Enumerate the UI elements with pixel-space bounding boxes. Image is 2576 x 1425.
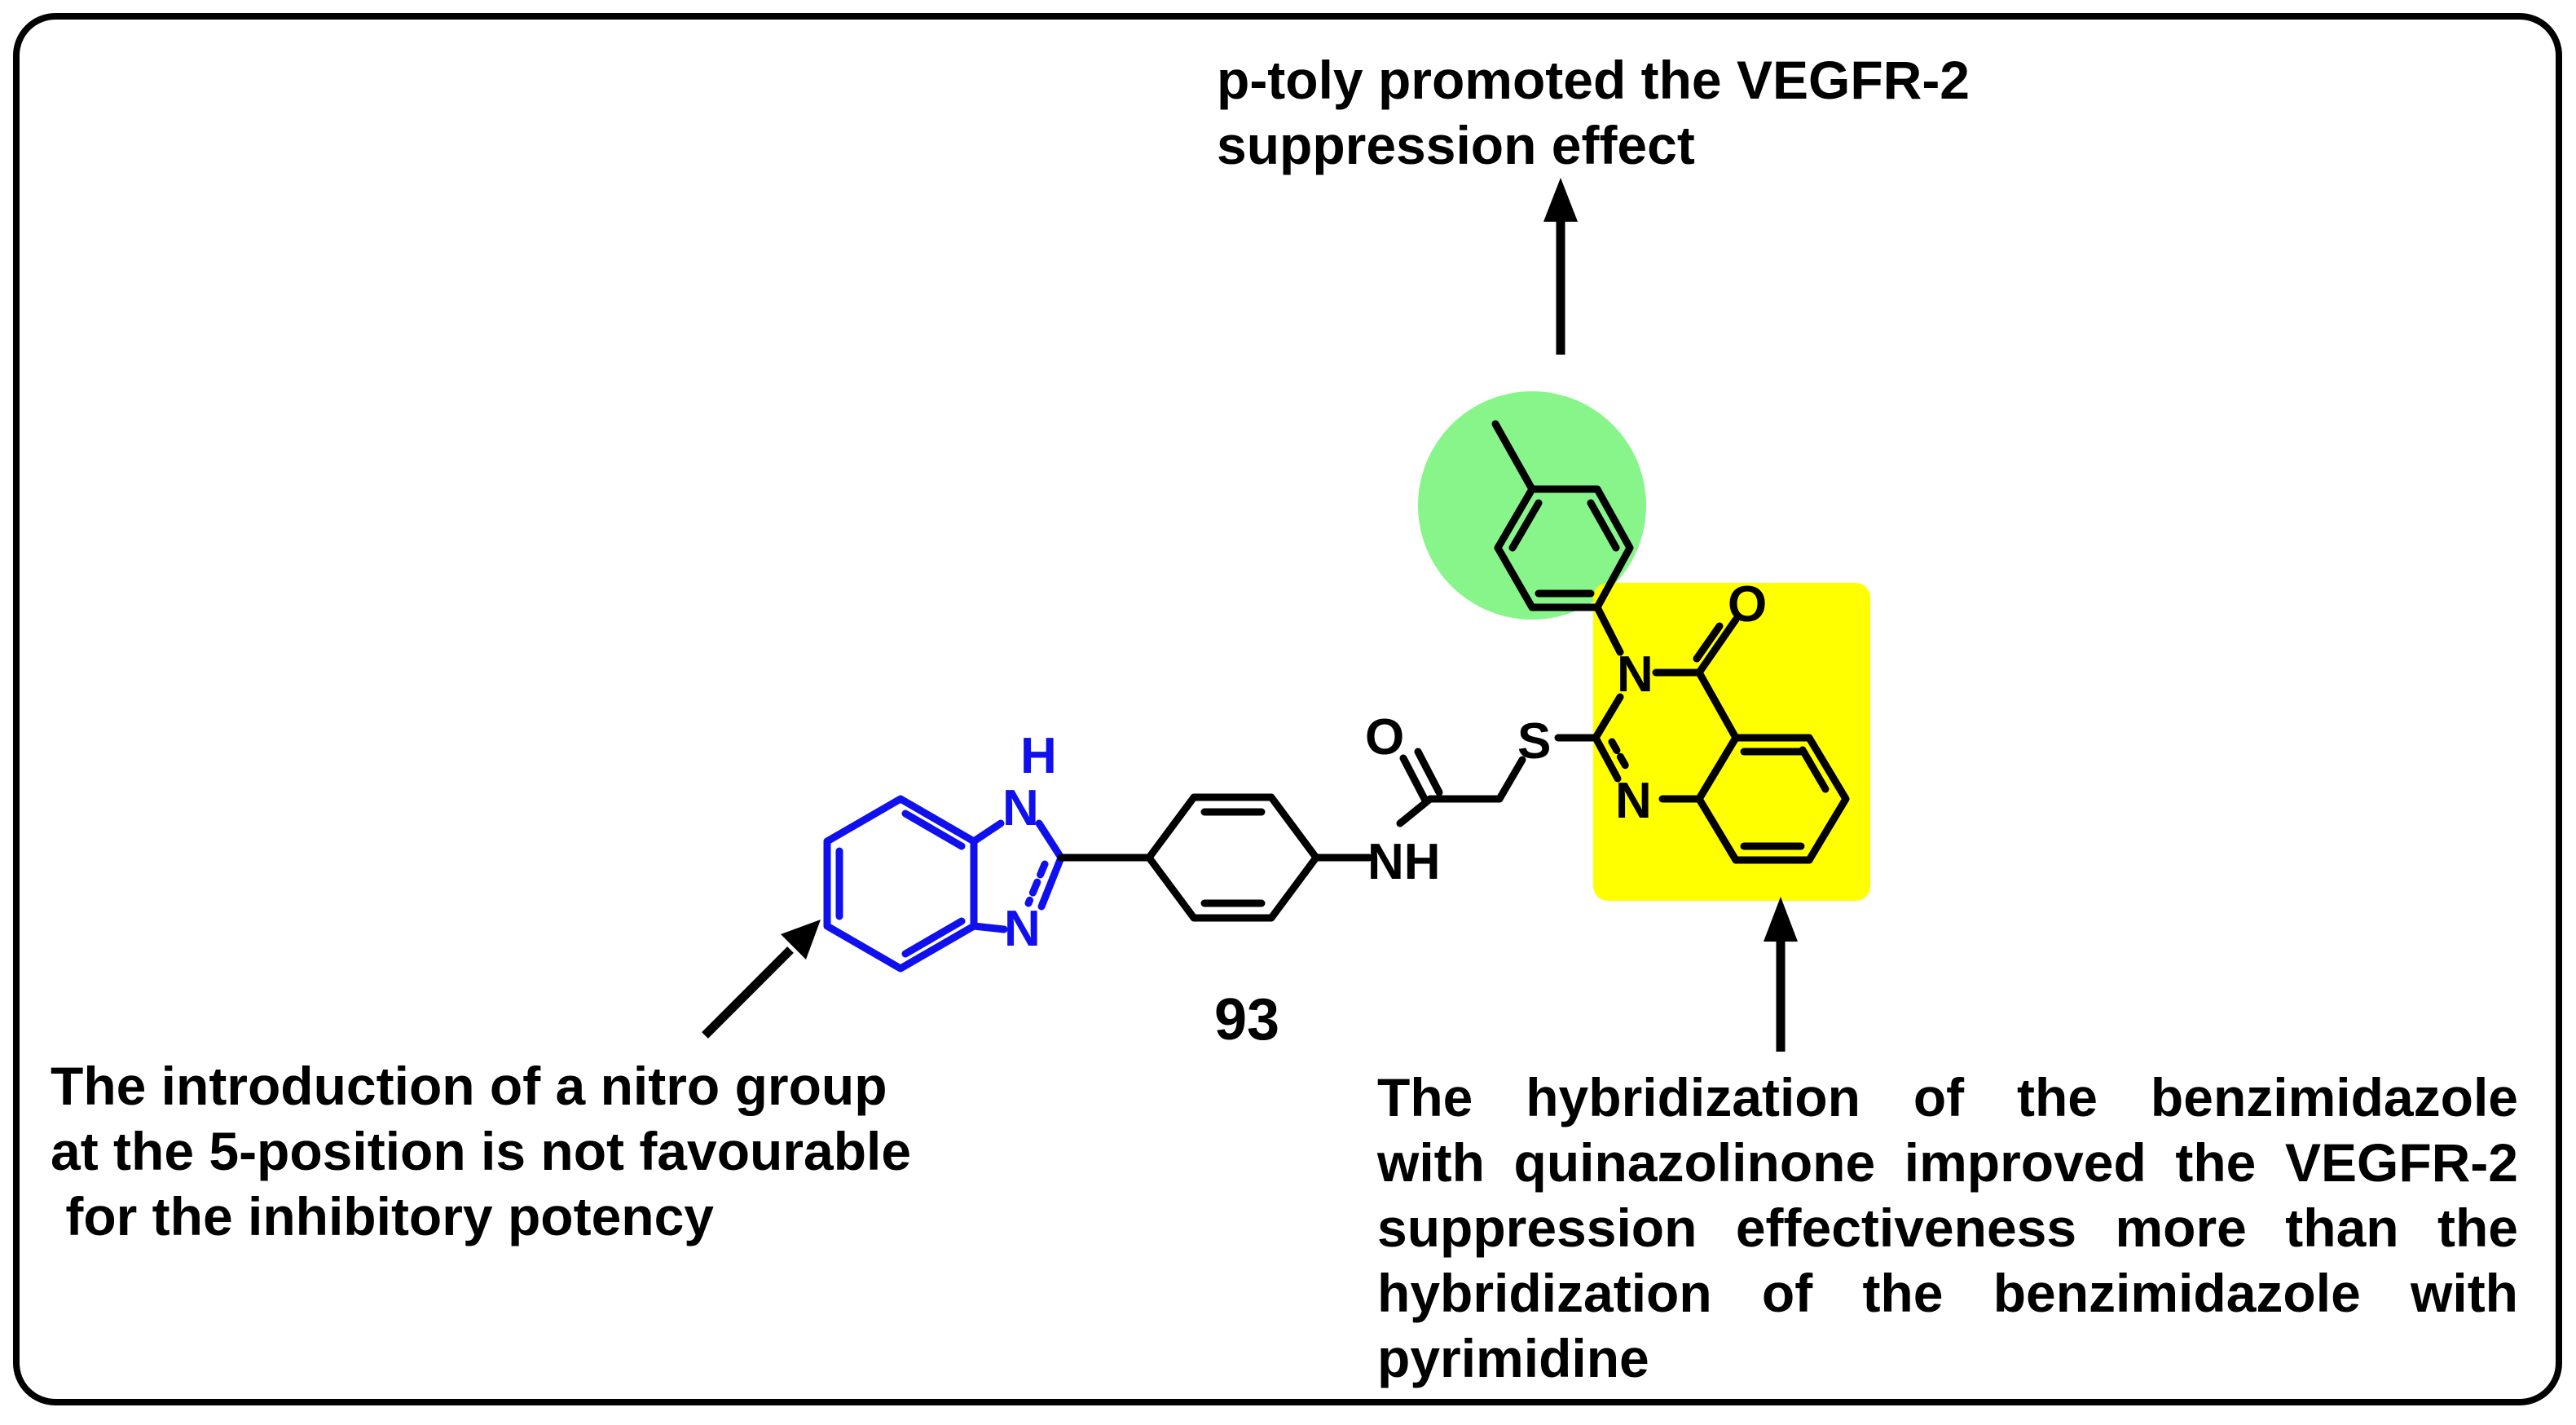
- amide-nh-label: NH: [1367, 834, 1441, 890]
- outer-frame: [13, 13, 2562, 1405]
- tolyl-double-bond: [1587, 499, 1620, 552]
- annotation-tolyl: p-toly promoted the VEGFR-2 suppression …: [1217, 47, 1970, 178]
- benzimidazole-n-label: N: [1004, 901, 1041, 957]
- benzimidazole-double-bond: [901, 917, 966, 958]
- annotation-nitro: The introduction of a nitro group at the…: [51, 1053, 911, 1249]
- phenylene-double-bond: [1162, 842, 1174, 858]
- quinazolinone-benzene-ring: [1695, 734, 1850, 864]
- benzimidazole-double-bond: [1024, 860, 1049, 907]
- quinazolinone-n1-label: N: [1615, 773, 1652, 829]
- carbonyl-bond: [1399, 754, 1429, 803]
- annotation-line: with quinazolinone improved the VEGFR-2: [1377, 1132, 2518, 1193]
- benzimidazole-nh-label: N: [1002, 780, 1039, 836]
- benzimidazole-moiety: [823, 795, 1065, 973]
- quinazolinone-n3-label: N: [1617, 646, 1653, 703]
- benzimidazole-bond: [1037, 854, 1065, 911]
- benzimidazole-bond: [1035, 819, 1065, 862]
- arrow-up-head: [1543, 178, 1578, 222]
- bond: [1592, 693, 1624, 742]
- annotation-line: at the 5-position is not favourable: [51, 1121, 912, 1181]
- amide-o-label: O: [1365, 709, 1404, 765]
- annotation-line: The introduction of a nitro group: [51, 1056, 887, 1116]
- tolyl-double-bond: [1508, 499, 1543, 552]
- arrow-right-head: [1764, 897, 1798, 942]
- annotation-hybridization: The hybridization of the benzimidazole w…: [1377, 1065, 2518, 1391]
- annotation-line: suppression effect: [1217, 115, 1695, 175]
- quinazolinone-o-label: O: [1728, 576, 1767, 633]
- double-bond-dashed: [1608, 738, 1630, 770]
- annotation-line: p-toly promoted the VEGFR-2: [1217, 50, 1970, 110]
- atom-labels: O NH S N N O: [1365, 576, 1767, 890]
- bond: [1695, 668, 1740, 742]
- bond: [1495, 756, 1526, 803]
- arrow-left-shaft: [702, 946, 794, 1039]
- benzimidazole-bond: [970, 922, 1008, 933]
- benzimidazole-bond: [970, 819, 1005, 845]
- compound-number: 93: [1214, 987, 1280, 1052]
- benzimidazole-benzene-ring: [823, 795, 978, 973]
- annotation-line: pyrimidine: [1377, 1328, 1649, 1388]
- carbonyl-bond: [1693, 622, 1724, 663]
- bond: [1396, 795, 1434, 827]
- core-skeleton: [1057, 420, 1850, 922]
- annotation-line: hybridization of the benzimidazole with: [1377, 1263, 2518, 1323]
- sulfur-label: S: [1517, 713, 1551, 770]
- benzimidazole-h-label: H: [1020, 728, 1057, 784]
- annotation-line: for the inhibitory potency: [51, 1186, 715, 1246]
- arrows: [702, 178, 1798, 1052]
- bond: [1695, 615, 1740, 677]
- benzene-double-bond: [1799, 746, 1830, 793]
- carbonyl-bond: [1414, 748, 1443, 796]
- methyl-bond: [1491, 420, 1536, 493]
- annotation-line: suppression effectiveness more than the: [1377, 1198, 2518, 1258]
- tolyl-highlight: [1418, 391, 1646, 620]
- annotation-line: The hybridization of the benzimidazole: [1377, 1067, 2518, 1127]
- benzimidazole-double-bond: [901, 810, 966, 850]
- bond: [1593, 603, 1624, 656]
- bond: [1592, 734, 1622, 783]
- arrow-left-head: [781, 920, 821, 960]
